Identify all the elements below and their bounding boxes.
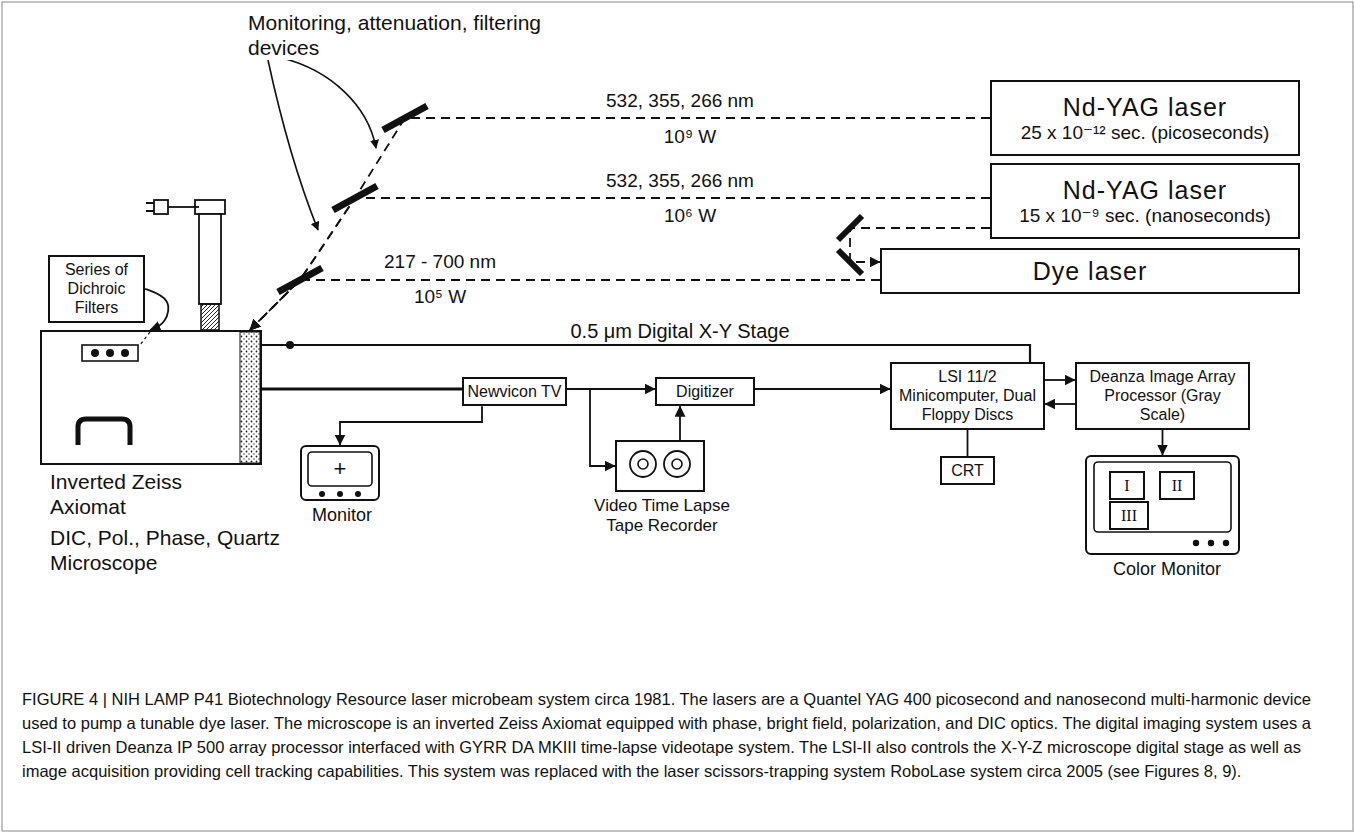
crt-box: CRT — [940, 456, 995, 485]
node-title: Color Monitor — [1092, 559, 1242, 581]
laser-box: Nd-YAG laser25 x 10⁻¹² sec. (picoseconds… — [990, 80, 1300, 156]
power-plug — [154, 200, 168, 214]
signal-line — [1162, 430, 1164, 455]
computer-box: LSI 11/2 Minicomputer, Dual Floppy Discs — [890, 362, 1045, 430]
power-cord — [168, 206, 199, 208]
tape-reel — [664, 451, 690, 477]
monitor-screen — [308, 452, 372, 486]
color-monitor-icon: Color MonitorIIIIII — [1085, 455, 1240, 555]
signal-line — [262, 388, 462, 391]
filter — [121, 349, 129, 357]
monitor-knob — [1208, 540, 1214, 546]
laser-box: Dye laser — [880, 248, 1300, 294]
tape-reel — [672, 459, 682, 469]
window-box: III — [1109, 501, 1149, 530]
signal-line — [755, 388, 890, 390]
microscope: Inverted Zeiss AxiomatDIC, Pol., Phase, … — [40, 330, 262, 465]
wavelength-label: 532, 355, 266 nm — [603, 170, 757, 193]
laser-beam — [250, 118, 990, 330]
processor-box: Deanza Image Array Processor (Gray Scale… — [1075, 362, 1250, 430]
node-subtitle: 15 x 10⁻⁹ sec. (nanoseconds) — [1019, 205, 1271, 228]
lamp-cap — [195, 200, 225, 214]
node-title: Newvicon TV — [468, 382, 562, 401]
note-label: Monitoring, attenuation, filtering devic… — [245, 10, 581, 60]
filter-slot — [82, 345, 138, 361]
mirror — [278, 268, 322, 292]
callout-box: Series of Dichroic Filters — [48, 255, 145, 323]
signal-line — [145, 289, 168, 330]
window-box: I — [1109, 471, 1145, 500]
process-box: Newvicon TV — [462, 377, 567, 406]
signal-line — [1045, 379, 1075, 381]
node-title: Nd-YAG laser — [1063, 92, 1227, 122]
lamp-stand — [201, 304, 219, 330]
window-box: II — [1159, 471, 1195, 500]
monitor-knob — [1193, 540, 1199, 546]
node-title: Inverted Zeiss Axiomat — [50, 469, 225, 519]
power-label: 10⁶ W — [661, 205, 719, 228]
node-subtitle: DIC, Pol., Phase, Quartz Microscope — [50, 525, 290, 575]
tape-reel — [638, 459, 648, 469]
crosshair-mark: + — [334, 456, 347, 482]
microscope-shading — [240, 332, 260, 463]
color-monitor-screen — [1094, 462, 1231, 532]
signal-line — [1045, 403, 1075, 405]
laser-box: Nd-YAG laser15 x 10⁻⁹ sec. (nanoseconds) — [990, 163, 1300, 239]
monitor-knob — [319, 491, 325, 497]
laser-beam — [250, 198, 990, 330]
node-title: LSI 11/2 Minicomputer, Dual Floppy Discs — [898, 367, 1037, 425]
node-title: Series of Dichroic Filters — [56, 260, 137, 318]
signal-line — [340, 406, 482, 445]
focus-knob — [78, 419, 130, 445]
wavelength-label: 532, 355, 266 nm — [603, 90, 757, 113]
process-box: Digitizer — [655, 377, 755, 406]
node-title: II — [1172, 476, 1183, 495]
node-subtitle: 25 x 10⁻¹² sec. (picoseconds) — [1021, 122, 1270, 145]
leader-line — [268, 60, 318, 230]
signal-line — [967, 430, 969, 456]
power-label: 10⁵ W — [411, 286, 469, 309]
filter — [106, 349, 114, 357]
stage-label: 0.5 μm Digital X-Y Stage — [567, 319, 792, 343]
lamp-housing — [199, 214, 221, 304]
node-title: III — [1121, 506, 1137, 525]
node-title: Deanza Image Array Processor (Gray Scale… — [1083, 367, 1242, 425]
signal-line — [262, 345, 1030, 362]
leader-line — [282, 58, 376, 148]
node-title: Monitor — [282, 505, 402, 527]
signal-line — [679, 406, 681, 440]
tape-recorder-icon: Video Time Lapse Tape Recorder — [615, 440, 705, 492]
signal-line — [567, 389, 615, 466]
wavelength-label: 217 - 700 nm — [381, 251, 499, 274]
node-title: Digitizer — [676, 382, 734, 401]
node-title: Dye laser — [1033, 256, 1148, 286]
filter — [91, 349, 99, 357]
beam-path — [140, 332, 150, 345]
plug-prongs — [146, 203, 154, 211]
node-title: CRT — [951, 461, 984, 480]
power-label: 10⁹ W — [661, 126, 719, 149]
monitor-knob — [337, 491, 343, 497]
monitor-knob — [355, 491, 361, 497]
node-title: I — [1124, 476, 1129, 495]
node-title: Video Time Lapse Tape Recorder — [592, 496, 732, 537]
node-title: Nd-YAG laser — [1063, 175, 1227, 205]
monitor-knob — [1223, 540, 1229, 546]
tape-reel — [630, 451, 656, 477]
figure-caption: FIGURE 4 | NIH LAMP P41 Biotechnology Re… — [22, 688, 1332, 784]
